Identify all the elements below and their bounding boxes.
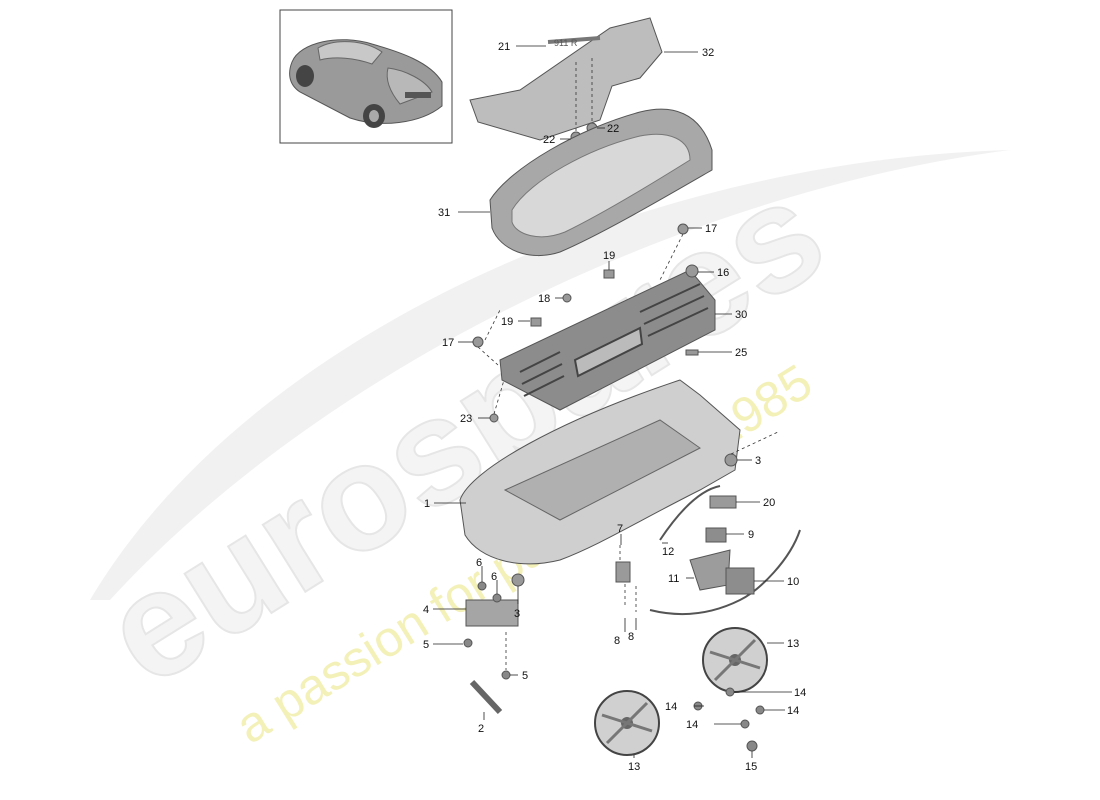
clip-icon (685, 264, 699, 278)
callout-19: 19 (603, 250, 615, 262)
leader-lines (433, 45, 792, 758)
bracket-icon (615, 561, 631, 583)
callout-22: 22 (607, 123, 619, 135)
wiring-harness-icon (649, 529, 801, 616)
callout-32: 32 (702, 47, 714, 59)
callout-labels: 21 32 22 22 31 17 16 19 18 19 30 17 25 2… (423, 41, 806, 773)
grommet-icon (746, 740, 758, 752)
grille-slats (519, 283, 709, 397)
callout-31: 31 (438, 207, 450, 219)
clip-icon (755, 705, 765, 715)
callout-3: 3 (514, 608, 520, 620)
callout-14: 14 (794, 687, 806, 699)
callout-22: 22 (543, 134, 555, 146)
callout-6: 6 (491, 571, 497, 583)
clip-icon (603, 269, 615, 279)
lock-bracket-icon (689, 549, 731, 591)
buffer-icon (511, 573, 525, 587)
callout-7: 7 (617, 523, 623, 535)
nut-icon (489, 413, 499, 423)
latch-icon (709, 495, 737, 509)
callout-13: 13 (628, 761, 640, 773)
cooling-fan-upper (702, 627, 768, 693)
callout-23: 23 (460, 413, 472, 425)
gas-strut-icon (469, 679, 503, 715)
callout-14: 14 (686, 719, 698, 731)
callout-4: 4 (423, 604, 429, 616)
callout-5: 5 (423, 639, 429, 651)
callout-6: 6 (476, 557, 482, 569)
callout-10: 10 (787, 576, 799, 588)
callout-18: 18 (538, 293, 550, 305)
callout-21: 21 (498, 41, 510, 53)
hinge-icon (465, 599, 519, 627)
control-unit-icon (725, 567, 755, 595)
vehicle-thumbnail (279, 9, 453, 144)
callout-17: 17 (705, 223, 717, 235)
callout-5: 5 (522, 670, 528, 682)
callout-14: 14 (787, 705, 799, 717)
callout-8: 8 (614, 635, 620, 647)
clip-icon (740, 719, 750, 729)
screw-icon (477, 581, 487, 591)
emblem-lettering: 911 R (554, 38, 578, 48)
clip-icon (685, 349, 699, 356)
callout-2: 2 (478, 723, 484, 735)
callout-12: 12 (662, 546, 674, 558)
buffer-icon (724, 453, 738, 467)
nut-icon (501, 670, 511, 680)
callout-20: 20 (763, 497, 775, 509)
grille-frame-opening (511, 133, 691, 238)
callout-17: 17 (442, 337, 454, 349)
rear-lid-inner (503, 419, 701, 521)
insulation-mat (469, 17, 663, 141)
callout-8: 8 (628, 631, 634, 643)
callout-3: 3 (755, 455, 761, 467)
clip-icon (677, 223, 689, 235)
callout-25: 25 (735, 347, 747, 359)
callout-1: 1 (424, 498, 430, 510)
callout-13: 13 (787, 638, 799, 650)
callout-11: 11 (668, 573, 679, 585)
nut-icon (463, 638, 473, 648)
clip-icon (725, 687, 735, 697)
callout-14: 14 (665, 701, 677, 713)
car-icon (289, 39, 443, 128)
cable-icon (659, 485, 721, 541)
callout-30: 30 (735, 309, 747, 321)
callout-9: 9 (748, 529, 754, 541)
cooling-fan-lower (594, 690, 660, 756)
clip-icon (562, 293, 572, 303)
screw-icon (492, 593, 502, 603)
callout-15: 15 (745, 761, 757, 773)
model-emblem (547, 36, 601, 44)
switch-icon (705, 527, 727, 543)
callout-16: 16 (717, 267, 729, 279)
clip-icon (472, 336, 484, 348)
clip-icon (530, 317, 542, 327)
callout-19: 19 (501, 316, 513, 328)
